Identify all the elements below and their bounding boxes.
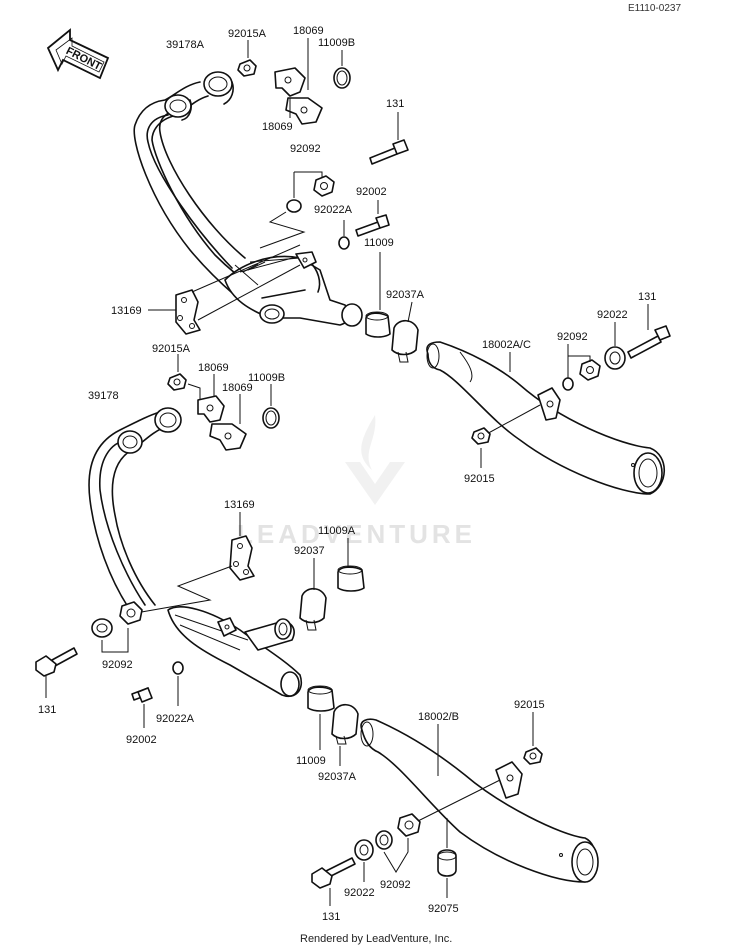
label-18002B: 18002/B [418, 711, 459, 723]
front-arrow-icon: FRONT [46, 28, 110, 80]
bolt-131-left [35, 647, 78, 677]
damper-92075 [437, 849, 457, 877]
clamp-92037A-lower [331, 703, 359, 745]
label-92002-lower: 92002 [126, 734, 157, 746]
label-131-left: 131 [38, 704, 56, 716]
diagram-ref-code: E1110-0237 [628, 3, 681, 14]
nut-92015-mid [471, 427, 491, 445]
label-92015A-top: 92015A [228, 28, 267, 40]
nut-92015-lower [523, 747, 543, 765]
collar-92092-left [91, 601, 143, 638]
gasket-11009A [337, 565, 365, 592]
header-pipe-lower [88, 407, 302, 697]
bolt-92002-top [355, 214, 390, 237]
label-39178: 39178 [88, 390, 119, 402]
label-92015-mid: 92015 [464, 473, 495, 485]
bolt-131-right [627, 325, 671, 359]
nut-92015A-top [237, 59, 257, 77]
label-92022-bottom: 92022 [344, 887, 375, 899]
nut-92015A-mid [167, 373, 187, 391]
washer-92022A-lower [172, 661, 184, 675]
gasket-11009-lower [307, 685, 335, 712]
bracket-13169-upper [175, 289, 201, 335]
label-11009B-top: 11009B [318, 37, 355, 49]
label-92037: 92037 [294, 545, 325, 557]
bracket-13169-lower [229, 535, 255, 581]
label-92092-top: 92092 [290, 143, 321, 155]
label-92037A-top: 92037A [386, 289, 425, 301]
label-92002-top: 92002 [356, 186, 387, 198]
label-18069-top-2: 18069 [262, 121, 293, 133]
footer-credit: Rendered by LeadVenture, Inc. [300, 933, 452, 945]
label-131-top: 131 [386, 98, 404, 110]
label-92075: 92075 [428, 903, 459, 915]
gasket-18069-mid [197, 395, 247, 451]
label-92092-right: 92092 [557, 331, 588, 343]
gasket-11009-upper [365, 311, 391, 338]
collar-92092-top [286, 175, 335, 213]
label-92015-lower: 92015 [514, 699, 545, 711]
label-92015A-mid: 92015A [152, 343, 191, 355]
label-18069-top: 18069 [293, 25, 324, 37]
washer-92022A-top [338, 236, 350, 250]
watermark-text: LEADVENTURE [237, 519, 476, 549]
label-18002AC: 18002A/C [482, 339, 531, 351]
muffler-18002AC [426, 341, 665, 495]
washer-92022-bottom [354, 839, 374, 861]
gasket-11009B-top [333, 67, 351, 89]
label-92022A-lower: 92022A [156, 713, 195, 725]
label-92092-left: 92092 [102, 659, 133, 671]
clamp-92037 [299, 587, 327, 631]
label-13169-lower: 13169 [224, 499, 255, 511]
label-92022A-top: 92022A [314, 204, 353, 216]
label-11009B-mid: 11009B [248, 372, 285, 384]
label-18069-mid-2: 18069 [222, 382, 253, 394]
header-pipe-upper [133, 71, 363, 327]
collar-92092-bottom [375, 813, 421, 850]
watermark-logo [345, 415, 405, 505]
label-11009-top: 11009 [364, 237, 394, 249]
collar-92092-right [562, 359, 601, 391]
muffler-18002B [360, 718, 599, 883]
clamp-92037A-upper [391, 319, 419, 363]
washer-92022-right [604, 346, 626, 370]
bolt-131-top [369, 139, 409, 165]
label-18069-mid: 18069 [198, 362, 229, 374]
gasket-11009B-mid [262, 407, 280, 429]
bolt-131-bottom [311, 857, 356, 889]
label-131-right: 131 [638, 291, 656, 303]
label-11009A: 11009A [318, 525, 356, 537]
label-131-bottom: 131 [322, 911, 340, 923]
gasket-18069-top [274, 67, 323, 125]
bolt-92002-lower [131, 687, 153, 703]
label-11009-lower: 11009 [296, 755, 326, 767]
label-39178A: 39178A [166, 39, 205, 51]
label-92022-right: 92022 [597, 309, 628, 321]
label-13169-top: 13169 [111, 305, 142, 317]
label-92037A-lower: 92037A [318, 771, 357, 783]
label-92092-bottom: 92092 [380, 879, 411, 891]
